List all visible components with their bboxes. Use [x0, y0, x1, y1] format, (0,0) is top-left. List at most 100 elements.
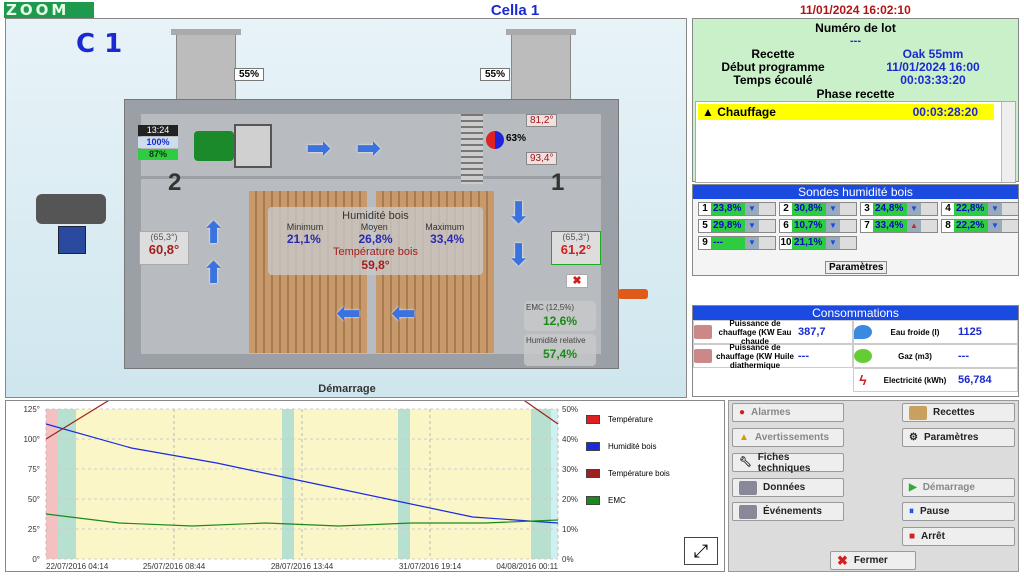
- donnees-button[interactable]: Données: [732, 478, 844, 497]
- probe-value: 24,8%: [873, 203, 907, 215]
- lightning-icon: ϟ: [859, 372, 867, 388]
- airflow-arrow-left-1: ⬅: [336, 297, 362, 330]
- y-tick-right: 20%: [562, 495, 578, 504]
- probe-value: 33,4%: [873, 220, 907, 232]
- status-label: Démarrage: [318, 383, 376, 395]
- motor-icon[interactable]: [194, 131, 234, 161]
- y-tick-right: 0%: [562, 555, 574, 564]
- chevron-down-icon[interactable]: ▼: [988, 203, 1002, 215]
- heat-water-row: Puissance de chauffage (KW Eau chaude 38…: [693, 319, 853, 346]
- avg-value: 26,8%: [358, 232, 393, 246]
- airflow-arrow-left-2: ⬅: [391, 297, 417, 330]
- probe-9[interactable]: 9---▼: [698, 236, 776, 250]
- alarm-close-icon[interactable]: ✖: [566, 274, 588, 288]
- chevron-down-icon[interactable]: ▼: [907, 203, 921, 215]
- blue-percent-readout: 100%: [138, 137, 178, 148]
- legend-swatch: [586, 415, 600, 424]
- phase-scrollbar[interactable]: [1001, 102, 1015, 182]
- fiches-button[interactable]: 🔧︎Fiches techniques: [732, 452, 844, 474]
- alarmes-button[interactable]: ●Alarmes: [732, 403, 844, 422]
- legend-label: Température bois: [608, 469, 670, 478]
- avg-label: Moyen: [360, 222, 388, 232]
- probe-value: ---: [711, 237, 745, 249]
- min-label: Minimum: [286, 222, 324, 232]
- heat-oil-label: Puissance de chauffage (KW Huile diather…: [716, 342, 794, 370]
- expand-icon[interactable]: ⤢: [684, 537, 718, 565]
- green-percent-readout: 87%: [138, 149, 178, 160]
- legend-swatch: [586, 496, 600, 505]
- y-tick-left: 100°: [23, 435, 40, 444]
- emc-panel: EMC (12,5%) 12,6%: [524, 301, 596, 331]
- x-tick: 28/07/2016 13:44: [271, 562, 334, 571]
- arret-button[interactable]: ■Arrêt: [902, 527, 1015, 546]
- recettes-button[interactable]: Recettes: [902, 403, 1015, 422]
- fermer-button[interactable]: ✖ Fermer: [830, 551, 916, 570]
- data-icon: [739, 480, 757, 495]
- humidifier-icon[interactable]: [58, 226, 86, 254]
- probe-number: 2: [780, 203, 792, 215]
- chevron-down-icon[interactable]: ▼: [826, 203, 840, 215]
- exhaust-motor-icon[interactable]: [36, 194, 106, 224]
- emc-small: (12,5%): [546, 303, 575, 312]
- close-icon: ✖: [837, 552, 848, 568]
- chevron-down-icon[interactable]: ▼: [826, 237, 840, 249]
- demarrage-button[interactable]: ▶Démarrage: [902, 478, 1015, 497]
- radiator-icon: [694, 325, 712, 339]
- phase-list[interactable]: ▲ Chauffage 00:03:28:20: [695, 101, 1016, 183]
- probes-title: Sondes humidité bois: [693, 185, 1018, 199]
- chevron-down-icon[interactable]: ▼: [745, 203, 759, 215]
- x-tick: 31/07/2016 19:14: [399, 562, 462, 571]
- legend-item: Température: [586, 415, 670, 424]
- phase-band: [58, 409, 76, 559]
- page-title: Cella 1: [490, 2, 540, 19]
- right-temp-sensor: (65,3°) 61,2°: [551, 231, 601, 265]
- legend-swatch: [586, 442, 600, 451]
- airflow-arrow-down-2: ⬇: [506, 239, 532, 272]
- right-vent-stack: [511, 31, 571, 101]
- phase-label: Phase recette: [816, 87, 895, 101]
- rh-label: Humidité relative: [526, 336, 586, 345]
- left-sensor-value: 60,8°: [148, 242, 180, 257]
- zoom-logo: ZOOM: [4, 2, 94, 18]
- chevron-down-icon[interactable]: ▼: [745, 237, 759, 249]
- debut-label: Début programme: [721, 60, 825, 74]
- phase-row[interactable]: ▲ Chauffage 00:03:28:20: [698, 104, 994, 120]
- lot-label: Numéro de lot: [815, 21, 896, 35]
- chevron-down-icon[interactable]: ▼: [826, 220, 840, 232]
- probe-number: 4: [942, 203, 954, 215]
- recette-value: Oak 55mm: [902, 47, 964, 61]
- wood-humidity-panel: Humidité bois Minimum Moyen Maximum 21,1…: [268, 207, 483, 275]
- avertissements-label: Avertissements: [754, 432, 830, 443]
- right-vent-cap: [506, 29, 576, 35]
- pause-button[interactable]: ⏸︎Pause: [902, 502, 1015, 521]
- evenements-button[interactable]: Événements: [732, 502, 844, 521]
- cell-label: C 1: [76, 29, 123, 59]
- fermer-label: Fermer: [853, 555, 888, 566]
- left-vent-cap: [171, 29, 241, 35]
- chevron-up-icon[interactable]: ▲: [907, 220, 921, 232]
- probe-number: 8: [942, 220, 954, 232]
- chevron-down-icon[interactable]: ▼: [988, 220, 1002, 232]
- temp-mid-readout: 93,4°: [526, 152, 558, 165]
- clock-readout: 11/01/2024 16:02:10: [800, 3, 911, 17]
- ecoule-value: 00:03:33:20: [900, 73, 966, 87]
- consumption-title: Consommations: [693, 306, 1018, 320]
- cold-water-value: 1125: [958, 326, 982, 338]
- right-vent-percent: 55%: [480, 68, 511, 81]
- chevron-down-icon[interactable]: ▼: [745, 220, 759, 232]
- parametres-button[interactable]: ⚙Paramètres: [902, 428, 1015, 447]
- probes-params-button[interactable]: Paramètres: [825, 261, 888, 274]
- avertissements-button[interactable]: ▲Avertissements: [732, 428, 844, 447]
- fan-icon[interactable]: [234, 124, 272, 168]
- legend-label: Humidité bois: [608, 442, 657, 451]
